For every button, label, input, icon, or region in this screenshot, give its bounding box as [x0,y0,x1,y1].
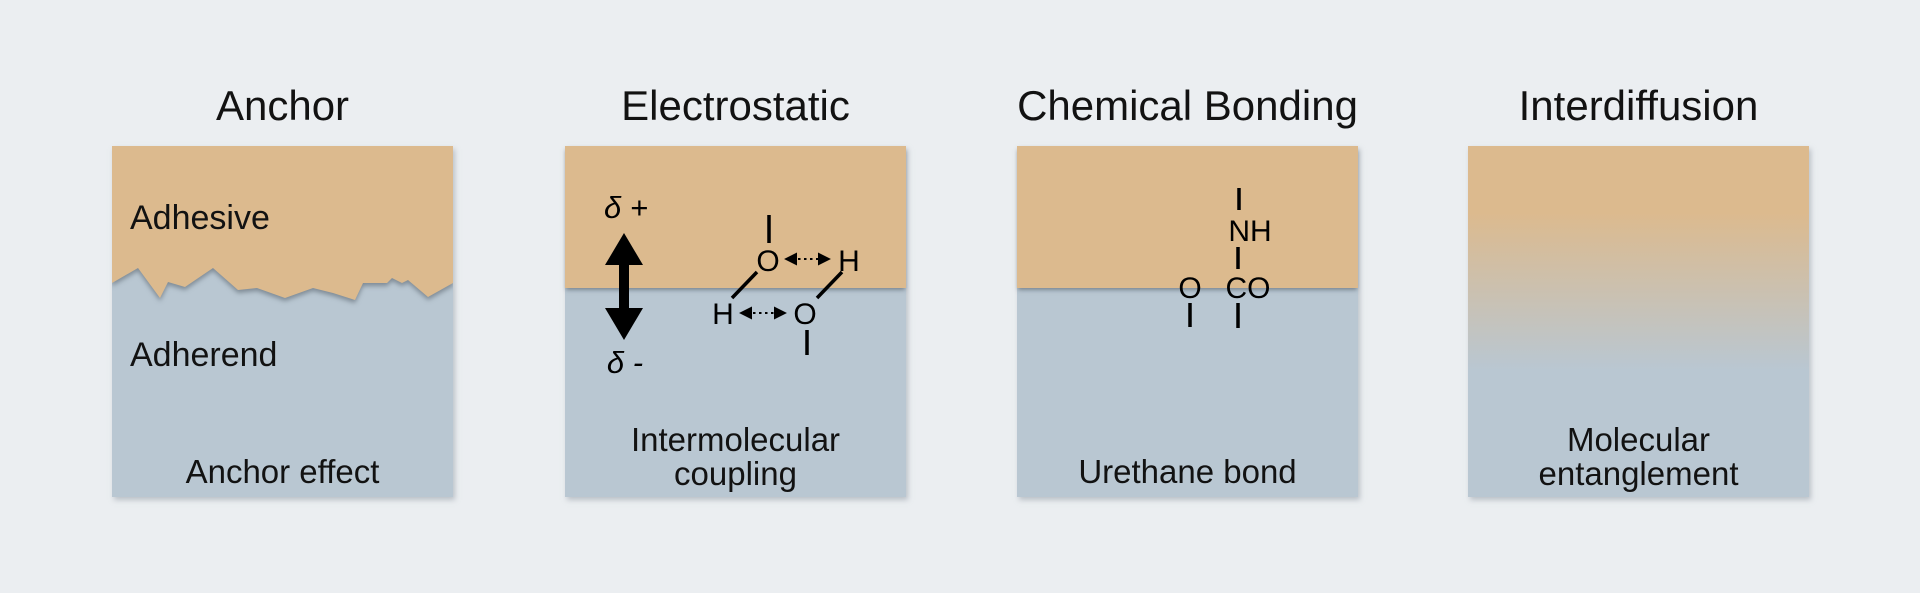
interdiffusion-caption: Molecular entanglement [1468,423,1809,491]
chemical-bonding-caption: Urethane bond [1078,453,1297,490]
adherend-label: Adherend [130,336,278,374]
panel-chemical-bonding: Chemical Bonding NH O CO Urethane bond [1017,0,1358,593]
adhesive-layer [1017,146,1358,288]
panel-title: Interdiffusion [1518,82,1759,129]
adherend-layer [1017,288,1358,497]
anchor-diagram-box: Adhesive Adherend Anchor effect [112,146,453,497]
caption-line: Molecular [1566,421,1711,458]
anchor-interface-graphic [112,146,453,497]
panel-title: Chemical Bonding [1017,82,1358,129]
panel-anchor: Anchor Adhesive Adherend Anchor effect [112,0,453,593]
caption-line: coupling [674,455,797,492]
chemical-bonding-diagram-box: NH O CO Urethane bond [1017,146,1358,497]
adhesive-label: Adhesive [130,199,270,237]
caption-line: Intermolecular [630,421,841,458]
panel-electrostatic: Electrostatic δ + δ - O H H O [565,0,906,593]
caption-line: entanglement [1538,455,1739,492]
panel-title: Electrostatic [621,82,850,129]
adhesive-layer-jagged [112,146,453,300]
diffusion-gradient-layer [1468,146,1809,497]
delta-plus-label: δ + [604,190,648,225]
interdiffusion-diagram-box: Molecular entanglement [1468,146,1809,497]
delta-minus-label: δ - [606,345,644,380]
anchor-caption: Anchor effect [185,453,380,490]
electrostatic-diagram-box: δ + δ - O H H O Intermolecular c [565,146,906,497]
electrostatic-caption: Intermolecular coupling [565,423,906,491]
panel-title: Anchor [215,82,350,129]
panel-interdiffusion: Interdiffusion Molecular entanglement [1468,0,1809,593]
